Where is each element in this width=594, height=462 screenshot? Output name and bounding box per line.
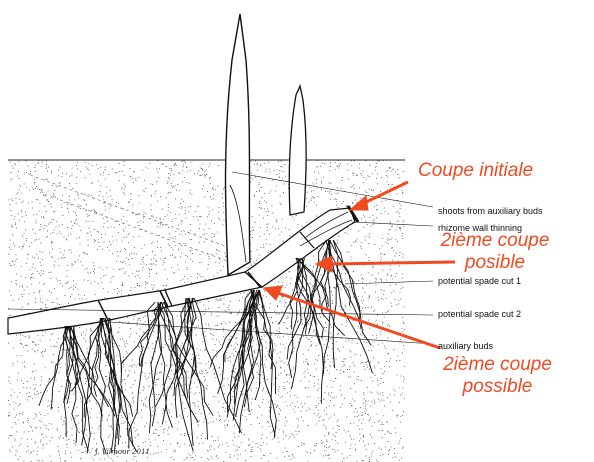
annotation-second-cut-b-line2: possible <box>410 376 585 398</box>
rhizome-mid <box>165 272 262 306</box>
leader-shoots <box>232 172 433 207</box>
label-spade-cut-1: potential spade cut 1 <box>438 277 521 286</box>
soil-guide-2 <box>60 200 230 262</box>
roots <box>39 240 372 455</box>
annotation-second-cut-a-line1: 2ième coupe <box>420 230 570 252</box>
root <box>39 326 67 406</box>
annotation-initial-cut-text: Coupe initiale <box>418 160 533 181</box>
arrow-initial-cut <box>350 182 408 210</box>
label-spade-cut-2: potential spade cut 2 <box>438 310 521 319</box>
artist-credit: J. Vilmour 2011 <box>95 448 150 456</box>
annotation-second-cut-a-line2: posible <box>420 252 570 274</box>
leader-cut1 <box>345 281 433 284</box>
soil-guide-1 <box>30 175 250 255</box>
label-auxiliary-buds: auxiliary buds <box>438 342 493 351</box>
leader-wall <box>352 222 433 226</box>
label-shoots: shoots from auxiliary buds <box>438 207 543 216</box>
annotation-second-cut-b-line1: 2ième coupe <box>410 354 585 376</box>
main-culm <box>226 14 251 275</box>
annotation-second-cut-b: 2ième coupe possible <box>410 354 585 398</box>
annotation-second-cut-a: 2ième coupe posible <box>420 230 570 274</box>
annotation-initial-cut: Coupe initiale <box>418 160 533 182</box>
second-culm <box>289 86 306 215</box>
root <box>260 290 275 435</box>
